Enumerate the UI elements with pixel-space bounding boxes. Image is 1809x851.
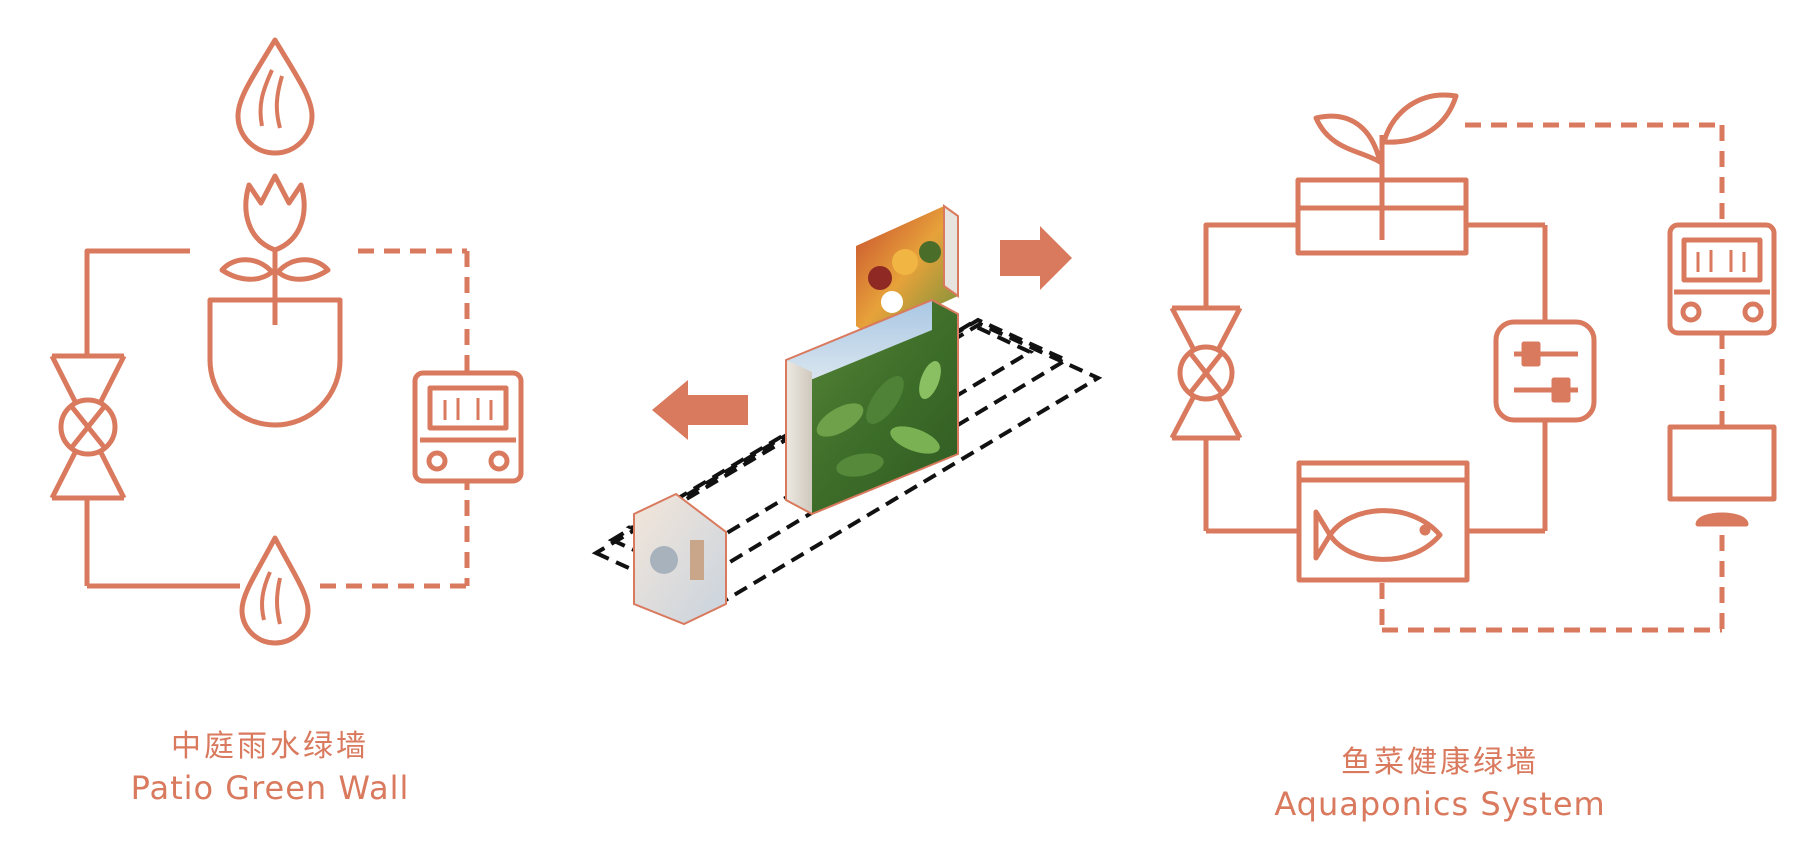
- arrow-left-icon: [652, 380, 748, 440]
- monitor-icon: [1667, 424, 1777, 502]
- meter-icon: [1667, 222, 1777, 336]
- sprout-icon: [1313, 92, 1459, 180]
- right-diagram: [1169, 92, 1777, 633]
- right-title-zh: 鱼菜健康绿墙: [1341, 745, 1539, 780]
- left-loop-pipe: [84, 248, 190, 354]
- left-caption: 中庭雨水绿墙 Patio Green Wall: [120, 727, 420, 809]
- water-drop-icon: [239, 535, 311, 646]
- arrow-right-icon: [1000, 226, 1072, 290]
- left-title-zh: 中庭雨水绿墙: [171, 729, 369, 764]
- right-loop-pipe: [1203, 222, 1298, 306]
- left-title-en: Patio Green Wall: [130, 769, 410, 807]
- control-panel-icon: [1493, 319, 1597, 423]
- valve-icon: [49, 353, 127, 501]
- center-illustration: [591, 204, 1103, 626]
- water-drop-icon: [235, 37, 315, 156]
- sensor-icon: [1695, 512, 1749, 527]
- right-caption: 鱼菜健康绿墙 Aquaponics System: [1250, 743, 1630, 825]
- right-title-en: Aquaponics System: [1274, 785, 1606, 823]
- fish-tank-icon: [1296, 460, 1470, 583]
- left-diagram: [49, 37, 524, 646]
- meter-icon: [412, 370, 524, 484]
- green-wall-panel: [785, 298, 959, 516]
- patio-photo-panel: [633, 492, 727, 626]
- planter-box-icon: [1295, 177, 1469, 256]
- right-dashed-signal: [1379, 122, 1725, 633]
- valve-icon: [1169, 305, 1243, 441]
- tulip-pot-icon: [207, 173, 343, 428]
